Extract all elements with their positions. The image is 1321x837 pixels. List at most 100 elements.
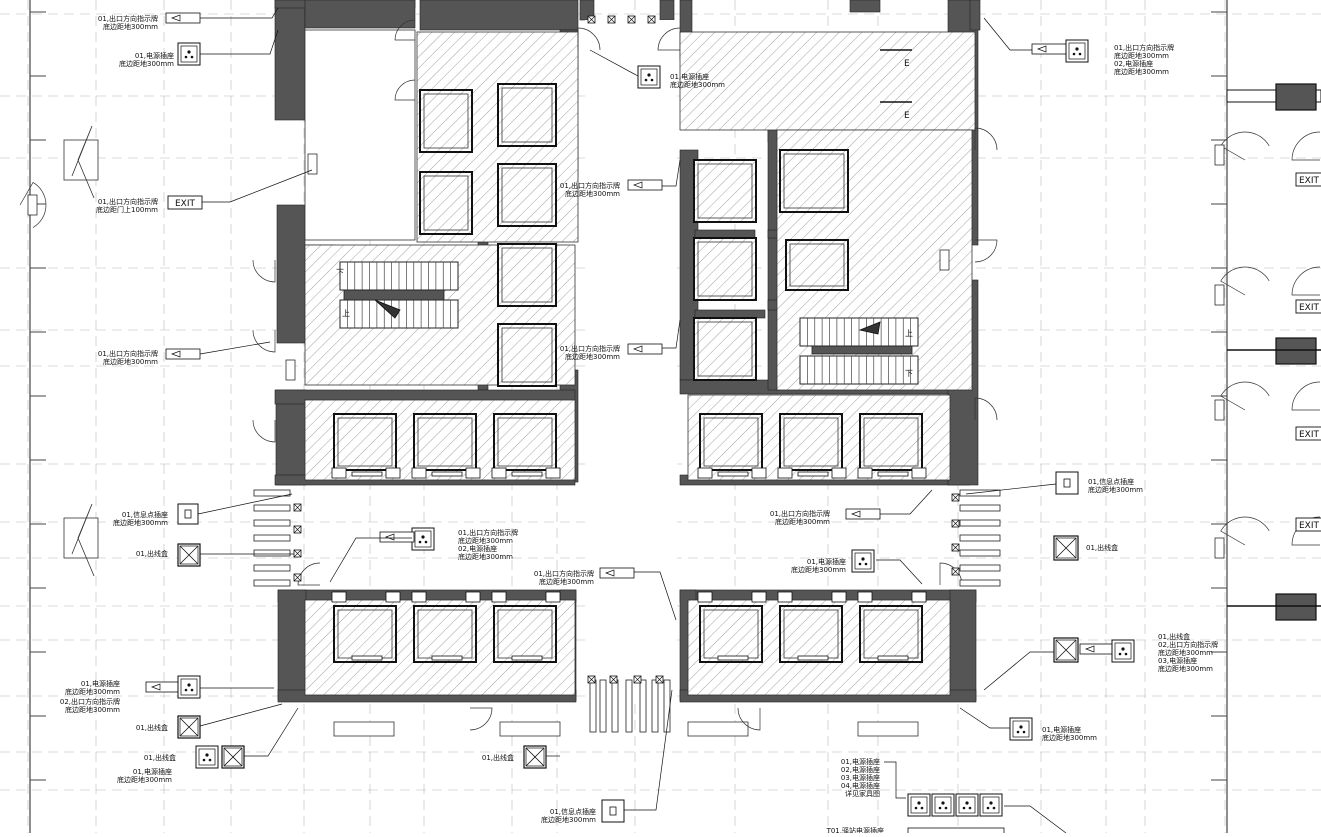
exit-direction-arrow [633, 181, 643, 189]
elevator-car-inner [697, 241, 753, 297]
exit-direction-arrow [171, 14, 181, 22]
note-text: 01,电源插座 [841, 757, 880, 766]
mini-box-cross [627, 15, 636, 24]
artwork-stroke [71, 503, 95, 577]
elevator-car [413, 413, 477, 471]
exit-door-swing [1291, 381, 1321, 411]
exit-sign-text: EXIT [1299, 430, 1320, 440]
exit-door-swing [19, 182, 47, 228]
artwork-frame [63, 139, 99, 181]
exit-sign-text: EXIT [1299, 303, 1320, 313]
power-socket-pin [424, 540, 428, 544]
mini-box-cross [293, 549, 302, 558]
elevator-car [693, 317, 757, 381]
note-text: T01,驿站电源插座 [826, 826, 884, 833]
railing-post [253, 504, 291, 512]
power-socket-pin [944, 806, 948, 810]
note-text: 03,电源插座 [841, 773, 880, 782]
railing-post [959, 504, 1001, 512]
outlet-box-cross [525, 747, 545, 767]
power-socket-pin [208, 758, 212, 762]
elevator-jamb [411, 467, 427, 479]
leader-line [589, 49, 639, 77]
exit-tag-vertical [939, 249, 950, 271]
railing-post [959, 579, 1001, 587]
outlet-box-cross [1055, 639, 1077, 661]
note-text: 底边距门上100mm [96, 205, 158, 214]
note-text: 底边距地300mm [119, 59, 174, 68]
right-block-fixture [1275, 337, 1317, 365]
exit-direction-arrow [605, 569, 615, 577]
note-text: 01,电源插座 [1042, 725, 1081, 734]
exit-sign-text: EXIT [175, 199, 196, 209]
elevator-sill [431, 471, 463, 477]
elevator-jamb [385, 591, 401, 603]
elevator-sill [351, 655, 383, 661]
elevator-car-inner [417, 417, 473, 467]
power-socket-pin [858, 562, 862, 566]
power-socket-pin [647, 73, 651, 77]
elevator-car [333, 413, 397, 471]
elevator-car [779, 413, 843, 471]
elevator-jamb [465, 591, 481, 603]
stair-up-mark: 上 [905, 329, 913, 338]
wall-segment [694, 309, 766, 319]
mini-box-cross [293, 573, 302, 582]
leader-line [965, 483, 1057, 495]
door-mat [499, 721, 561, 737]
stair-handrail [811, 345, 913, 355]
elevator-jamb [777, 467, 793, 479]
note-text: 底边距地300mm [539, 577, 594, 586]
leader-line [199, 703, 283, 727]
power-socket-icon-inner [640, 68, 658, 86]
leader-layer [197, 7, 1067, 834]
elevator-sill [431, 655, 463, 661]
note-text: 底边距地300mm [791, 565, 846, 574]
railing-post [253, 519, 291, 527]
note-text: 01,出口方向指示牌 [98, 197, 158, 206]
note-text: 底边距地300mm [565, 352, 620, 361]
power-socket-icon-inner [934, 796, 952, 814]
note-text: 01,出口方向指示牌 [98, 349, 158, 358]
leader-line [199, 341, 271, 355]
door-swing [737, 707, 761, 731]
exit-direction-sign-icon [627, 343, 663, 355]
elevator-car-inner [703, 417, 759, 467]
exit-tag-vertical [1214, 284, 1225, 306]
railing-post [253, 564, 291, 572]
railing-post [253, 534, 291, 542]
power-socket-pin [989, 801, 993, 805]
railing-post [611, 679, 619, 733]
power-socket-pin [1118, 652, 1122, 656]
elevator-car-inner [497, 417, 553, 467]
elevator-car [333, 605, 397, 663]
wall-segment [767, 129, 779, 391]
power-socket-pin [864, 562, 868, 566]
power-socket-pin [421, 535, 425, 539]
power-socket-pin [861, 557, 865, 561]
door-swing [297, 562, 321, 586]
door-swing [394, 19, 416, 41]
elevator-car-inner [423, 93, 469, 149]
elevator-car [859, 413, 923, 471]
railing-post [959, 564, 1001, 572]
note-text: 01,出口方向指示牌 [98, 14, 158, 23]
note-text: 底边距地300mm [117, 775, 172, 784]
elevator-jamb [331, 467, 347, 479]
elevator-jamb [411, 591, 427, 603]
elevator-car-inner [697, 321, 753, 377]
railing-post [599, 679, 607, 733]
exit-sign [1295, 172, 1321, 187]
elevator-sill [877, 655, 909, 661]
exit-tag-vertical [1214, 399, 1225, 421]
outlet-box-cross [1055, 537, 1077, 559]
power-socket-pin [187, 50, 191, 54]
power-socket-pin [418, 540, 422, 544]
note-text: 01,信息点插座 [550, 807, 596, 816]
elevator-letter: E [904, 111, 910, 121]
elevator-jamb [857, 467, 873, 479]
elevator-car [497, 323, 557, 387]
power-socket-pin [1019, 725, 1023, 729]
